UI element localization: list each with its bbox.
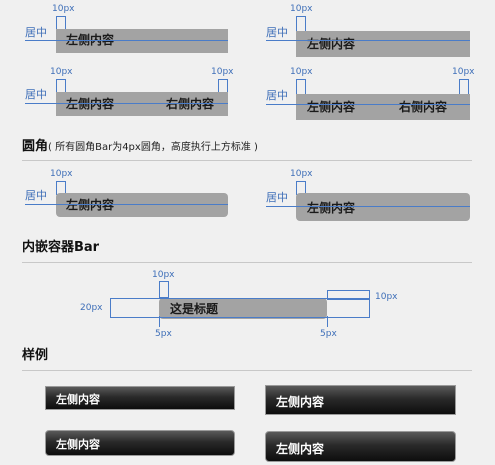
spacing-right-marker xyxy=(218,79,228,93)
bar-left-text: 左侧内容 xyxy=(66,198,115,212)
rounded-gray-bar xyxy=(56,193,228,217)
section-samples-divider xyxy=(22,370,472,371)
center-label: 居中 xyxy=(25,88,47,101)
right-spacing-marker xyxy=(327,290,370,300)
sample-bar-label: 左侧内容 xyxy=(276,442,325,456)
spacing-bottom-left-label: 5px xyxy=(155,329,172,339)
center-label: 居中 xyxy=(25,189,47,202)
center-guide-line xyxy=(25,204,228,205)
gray-bar xyxy=(296,31,470,57)
sample-bar-label: 左侧内容 xyxy=(56,393,100,406)
spacing-top-label: 10px xyxy=(152,270,175,280)
section-rounded-heading: 圆角 xyxy=(22,139,49,154)
center-guide-line xyxy=(266,104,470,105)
spacing-bottom-right-label: 5px xyxy=(320,329,337,339)
spacing-top-right-label: 10px xyxy=(452,67,475,77)
section-nested-divider xyxy=(22,262,472,263)
nested-bar-text: 这是标题 xyxy=(170,302,219,316)
sample-bar-label: 左侧内容 xyxy=(276,395,325,409)
bar-left-text: 左侧内容 xyxy=(307,100,356,114)
spacing-top-marker xyxy=(159,281,169,298)
sample-bar-square-small: 左侧内容 xyxy=(45,386,235,410)
sample-bar-rounded-small: 左侧内容 xyxy=(45,430,235,456)
spacing-top-left-label: 10px xyxy=(290,67,313,77)
center-label: 居中 xyxy=(266,191,288,204)
spacing-top-label: 10px xyxy=(52,4,75,14)
rounded-gray-bar xyxy=(296,193,470,221)
section-rounded-subtitle: ( 所有圆角Bar为4px圆角，高度执行上方标准 ) xyxy=(48,142,258,153)
spacing-top-label: 10px xyxy=(290,4,313,14)
center-guide-line xyxy=(266,40,470,41)
sample-bar-rounded-large: 左侧内容 xyxy=(265,431,456,462)
nested-gray-bar xyxy=(159,298,327,319)
right-padding-tick xyxy=(327,316,328,327)
section-rounded-title: 圆角( 所有圆角Bar为4px圆角，高度执行上方标准 ) xyxy=(22,139,258,156)
bar-left-text: 左侧内容 xyxy=(307,201,356,215)
center-label: 居中 xyxy=(25,26,47,39)
center-label: 居中 xyxy=(266,26,288,39)
center-label: 居中 xyxy=(266,89,288,102)
spacing-top-marker xyxy=(296,16,306,32)
section-rounded-divider xyxy=(22,160,472,161)
sample-bar-label: 左侧内容 xyxy=(56,438,100,451)
gray-bar xyxy=(56,29,228,53)
spacing-top-right-label: 10px xyxy=(211,67,234,77)
center-guide-line xyxy=(25,103,228,104)
spacing-left-marker xyxy=(296,79,306,95)
left-padding-tick xyxy=(159,316,160,327)
gray-bar xyxy=(56,92,228,116)
bar-right-text: 右侧内容 xyxy=(166,97,215,111)
bar-left-text: 左侧内容 xyxy=(66,97,115,111)
spacing-top-marker xyxy=(56,16,66,30)
outer-container-frame xyxy=(110,298,370,318)
center-guide-line xyxy=(266,206,470,207)
section-samples-title: 样例 xyxy=(22,348,49,363)
spacing-right-label: 10px xyxy=(375,292,398,302)
bar-right-text: 右侧内容 xyxy=(399,100,448,114)
section-nested-title: 内嵌容器Bar xyxy=(22,240,100,255)
spacing-left-marker xyxy=(56,79,66,93)
spacing-top-label: 10px xyxy=(50,169,73,179)
gray-bar xyxy=(296,94,470,120)
sample-bar-square-large: 左侧内容 xyxy=(265,385,456,415)
spacing-top-label: 10px xyxy=(290,169,313,179)
spacing-top-left-label: 10px xyxy=(50,67,73,77)
spacing-right-marker xyxy=(459,79,469,95)
spacing-left-label: 20px xyxy=(80,303,103,313)
center-guide-line xyxy=(25,40,228,41)
